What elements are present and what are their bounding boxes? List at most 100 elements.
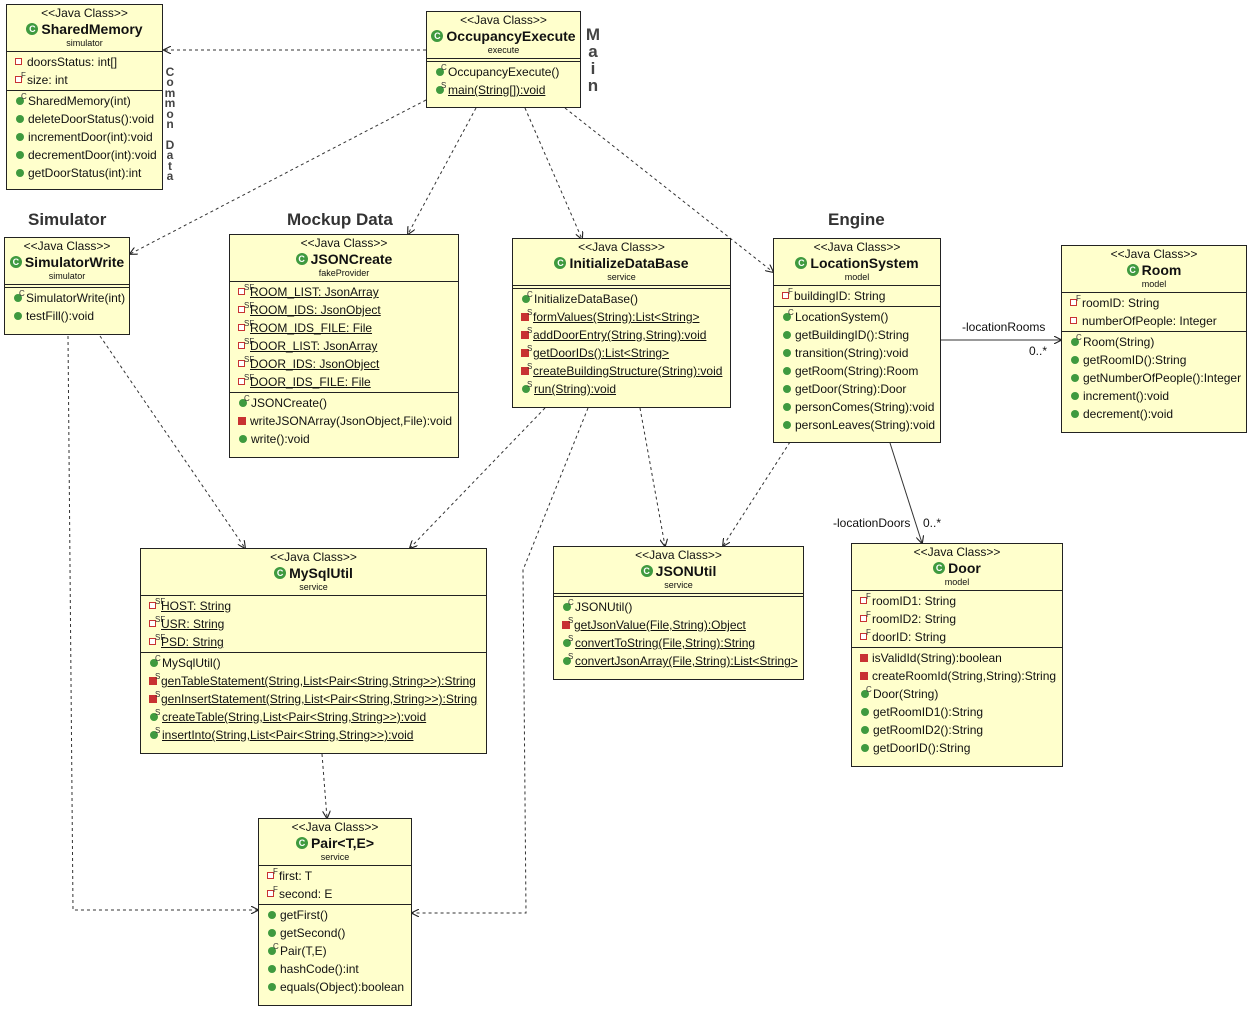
class-name-text: JSONUtil (655, 563, 717, 579)
class-attribute[interactable]: doorsStatus: int[] (7, 53, 162, 71)
public-method-icon (1071, 373, 1079, 382)
class-method[interactable]: incrementDoor(int):void (7, 128, 162, 146)
modifier-marker: S (568, 616, 574, 625)
edge-simwrite-pair (67, 335, 258, 910)
class-method[interactable]: createRoomId(String,String):String (852, 667, 1062, 685)
class-method[interactable]: write():void (230, 430, 458, 448)
class-method[interactable]: getFirst() (259, 906, 411, 924)
vertical-letter: m (164, 85, 176, 100)
class-method[interactable]: testFill():void (5, 307, 129, 325)
member-text: size: int (27, 73, 68, 87)
class-method[interactable]: getBuildingID():String (774, 326, 940, 344)
member-text: write():void (251, 432, 310, 446)
vertical-letter: a (166, 148, 174, 163)
modifier-marker: SF (155, 615, 166, 624)
class-method[interactable]: getRoomID():String (1062, 351, 1246, 369)
class-method[interactable]: personComes(String):void (774, 398, 940, 416)
private-method-icon (860, 671, 868, 680)
member-text: isValidId(String):boolean (872, 651, 1002, 665)
class-method[interactable]: increment():void (1062, 387, 1246, 405)
class-method[interactable]: writeJSONArray(JsonObject,File):void (230, 412, 458, 430)
class-method[interactable]: getDoorStatus(int):int (7, 164, 162, 182)
public-method-icon (150, 658, 158, 667)
class-name-text: JSONCreate (310, 251, 393, 267)
class-method[interactable]: isValidId(String):boolean (852, 649, 1062, 667)
private-method-icon (521, 312, 529, 321)
class-method[interactable]: decrement():void (1062, 405, 1246, 423)
class-method[interactable]: hashCode():int (259, 960, 411, 978)
class-method[interactable]: decrementDoor(int):void (7, 146, 162, 164)
field-icon (1070, 317, 1077, 325)
class-method[interactable]: getRoomID1():String (852, 703, 1062, 721)
class-method[interactable]: equals(Object):boolean (259, 978, 411, 996)
class-method[interactable]: getRoom(String):Room (774, 362, 940, 380)
class-method[interactable]: getRoomID2():String (852, 721, 1062, 739)
member-text: run(String):void (534, 382, 617, 396)
class-method[interactable]: getDoorID():String (852, 739, 1062, 757)
class-method[interactable]: personLeaves(String):void (774, 416, 940, 434)
class-method[interactable]: getDoor(String):Door (774, 380, 940, 398)
edge-execute-simulatorwrite (130, 99, 427, 254)
class-method[interactable]: deleteDoorStatus():void (7, 110, 162, 128)
field-icon (238, 324, 245, 332)
class-method[interactable]: transition(String):void (774, 344, 940, 362)
class-method[interactable]: getSecond() (259, 924, 411, 942)
class-attribute[interactable]: numberOfPeople: Integer (1062, 312, 1246, 330)
class-method[interactable]: getNumberOfPeople():Integer (1062, 369, 1246, 387)
